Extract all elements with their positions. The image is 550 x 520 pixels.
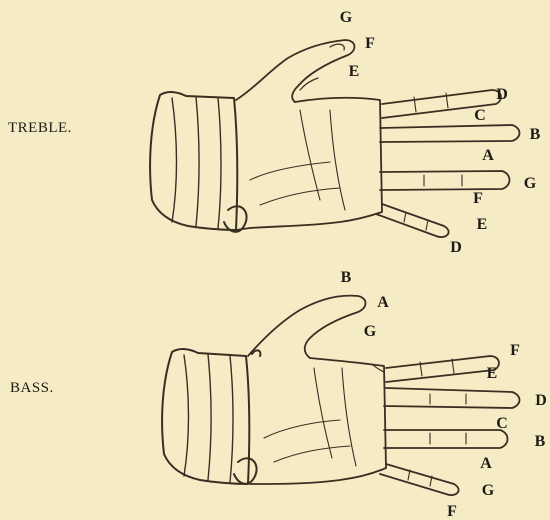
bass-note: B (341, 269, 352, 286)
bass-hand-figure: B A G F E D C B A G F (0, 270, 550, 520)
treble-note: E (349, 63, 360, 80)
bass-note: F (510, 342, 520, 359)
treble-note: F (473, 190, 483, 207)
bass-note: B (535, 433, 546, 450)
bass-note: C (496, 415, 508, 432)
bass-note: G (482, 482, 495, 499)
treble-note: G (340, 9, 353, 26)
treble-hand-figure: G F E D C B A G F E D (0, 0, 550, 270)
treble-note: E (477, 216, 488, 233)
treble-note: D (496, 86, 508, 103)
bass-note: E (487, 365, 498, 382)
treble-note: D (450, 239, 462, 256)
bass-note: F (447, 503, 457, 520)
bass-note: D (535, 392, 547, 409)
treble-note: A (482, 147, 494, 164)
bass-note: A (377, 294, 389, 311)
treble-note: F (365, 35, 375, 52)
bass-note: A (480, 455, 492, 472)
treble-note: G (524, 175, 537, 192)
bass-note: G (364, 323, 377, 340)
treble-note: B (530, 126, 541, 143)
treble-note: C (474, 107, 486, 124)
